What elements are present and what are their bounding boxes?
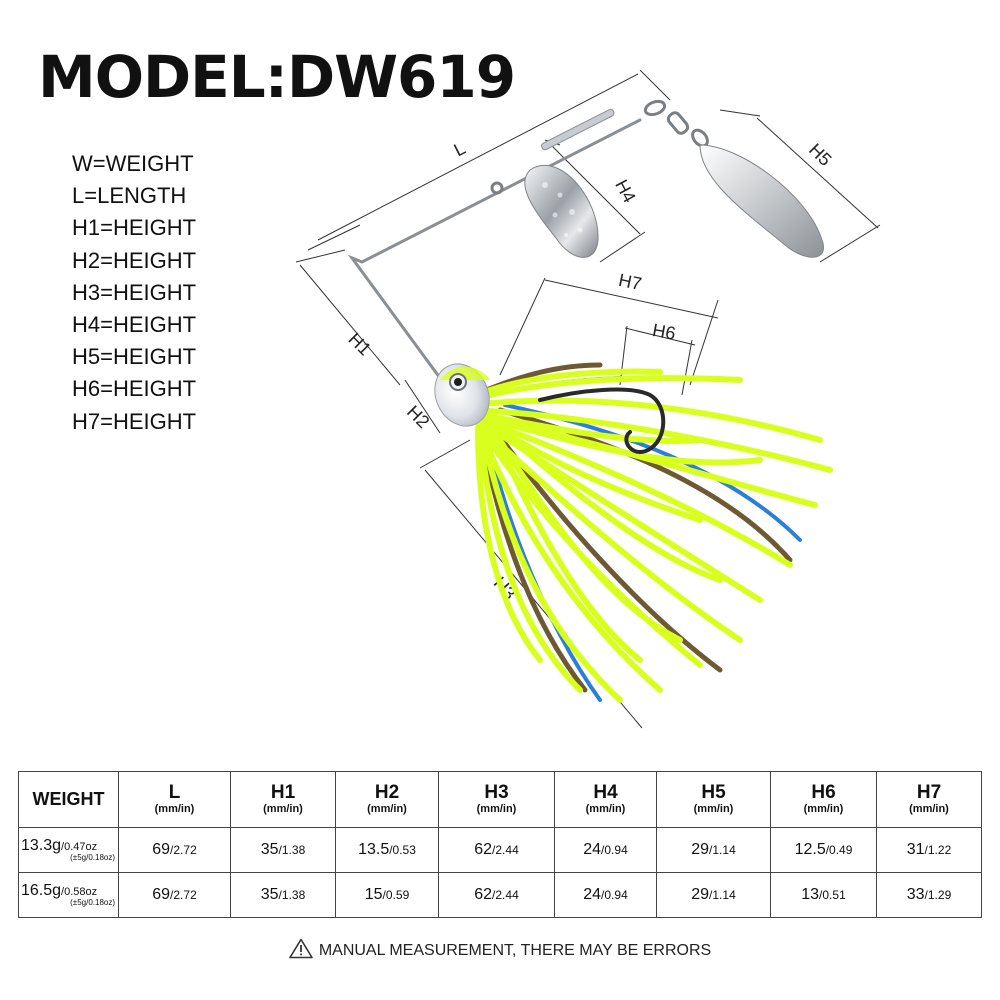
legend-item: H7=HEIGHT: [72, 408, 197, 434]
legend-item: L=LENGTH: [72, 183, 187, 209]
dimension-label-h7: H7: [617, 270, 644, 294]
table-header-row: WEIGHT L(mm/in) H1(mm/in) H2(mm/in) H3(m…: [18, 771, 982, 828]
weight-cell: 13.3g/0.47oz(±5g/0.18oz): [18, 827, 119, 873]
header-h4: H4(mm/in): [554, 771, 657, 828]
wire-frame: [347, 118, 642, 380]
hook: [538, 387, 666, 454]
table-cell: 24/0.94: [554, 827, 657, 873]
skirt: [467, 368, 833, 703]
legend-item: H2=HEIGHT: [72, 247, 197, 273]
model-title: MODEL:DW619: [38, 43, 516, 111]
small-blade: [524, 164, 599, 258]
spec-table: WEIGHT L(mm/in) H1(mm/in) H2(mm/in) H3(m…: [18, 771, 982, 918]
dimension-label-h2: H2: [403, 402, 433, 432]
legend-item: H3=HEIGHT: [72, 279, 197, 305]
header-h7: H7(mm/in): [876, 771, 982, 828]
dimension-h1: [295, 249, 401, 386]
table-cell: 31/1.22: [876, 827, 982, 873]
table-cell: 69/2.72: [118, 872, 231, 918]
table-cell: 13/0.51: [770, 872, 877, 918]
weight-cell: 16.5g/0.58oz(±5g/0.18oz): [18, 872, 119, 918]
disclaimer: MANUAL MEASUREMENT, THERE MAY BE ERRORS: [0, 938, 1000, 960]
swivel: [490, 99, 709, 195]
legend-item: H5=HEIGHT: [72, 344, 197, 370]
table-cell: 12.5/0.49: [770, 827, 877, 873]
header-h2: H2(mm/in): [335, 771, 439, 828]
disclaimer-text: MANUAL MEASUREMENT, THERE MAY BE ERRORS: [318, 942, 712, 959]
table-row: 16.5g/0.58oz(±5g/0.18oz) 69/2.72 35/1.38…: [18, 872, 982, 918]
dimension-label-h1: H1: [345, 329, 375, 359]
header-h5: H5(mm/in): [656, 771, 771, 828]
lure-diagram: L H4 H5 H1 H2 H3 H7 H6: [295, 69, 881, 729]
dimension-h6: [619, 325, 696, 396]
dimension-label-h6: H6: [651, 320, 677, 344]
dimension-label-h4: H4: [611, 176, 639, 206]
table-cell: 29/1.14: [656, 827, 771, 873]
table-cell: 69/2.72: [118, 827, 231, 873]
header-l: L(mm/in): [118, 771, 231, 828]
dimension-h7: [499, 277, 719, 386]
legend-item: H4=HEIGHT: [72, 312, 197, 338]
large-blade: [699, 144, 824, 258]
header-weight: WEIGHT: [18, 771, 119, 828]
legend-item: H6=HEIGHT: [72, 376, 197, 402]
lure-pupil: [454, 378, 462, 386]
header-h1: H1(mm/in): [230, 771, 336, 828]
table-cell: 13.5/0.53: [335, 827, 439, 873]
header-h3: H3(mm/in): [438, 771, 555, 828]
legend-item: W=WEIGHT: [72, 151, 194, 176]
dimension-label-l: L: [451, 138, 469, 160]
table-cell: 35/1.38: [230, 827, 336, 873]
dimension-legend: W=WEIGHT L=LENGTH H1=HEIGHT H2=HEIGHT H3…: [72, 148, 196, 438]
table-cell: 35/1.38: [230, 872, 336, 918]
table-cell: 29/1.14: [656, 872, 771, 918]
header-h6: H6(mm/in): [770, 771, 877, 828]
table-row: 13.3g/0.47oz(±5g/0.18oz) 69/2.72 35/1.38…: [18, 827, 982, 873]
legend-item: H1=HEIGHT: [72, 215, 197, 241]
dimension-h2: [404, 379, 441, 434]
dimension-h5: [719, 109, 881, 263]
table-cell: 62/2.44: [438, 827, 555, 873]
warning-icon: [289, 938, 313, 959]
table-cell: 24/0.94: [554, 872, 657, 918]
blade-texture: [542, 182, 583, 237]
table-cell: 33/1.29: [876, 872, 982, 918]
table-cell: 62/2.44: [438, 872, 555, 918]
wire-sleeve: [541, 108, 615, 151]
table-cell: 15/0.59: [335, 872, 439, 918]
dimension-l: [307, 69, 671, 251]
